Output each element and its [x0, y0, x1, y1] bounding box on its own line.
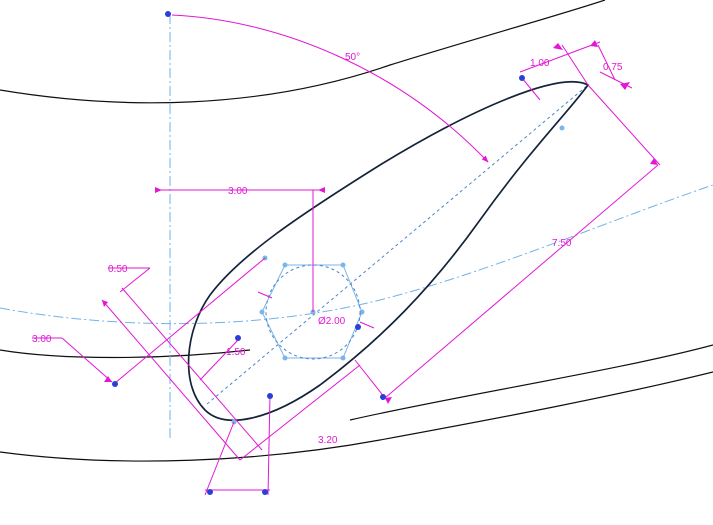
hole-pick-point[interactable] — [355, 324, 361, 330]
slot-axis[interactable] — [206, 84, 589, 405]
length-dim-line[interactable] — [384, 164, 659, 399]
length-ext-top — [587, 84, 661, 166]
hole-diameter-arrow-right — [359, 321, 375, 329]
bottom-width-label[interactable]: 3.20 — [318, 435, 338, 446]
bottom-width-point-left[interactable] — [207, 489, 213, 495]
bottom-width-dim-line[interactable] — [239, 364, 361, 461]
bottom-width-point-right[interactable] — [262, 489, 268, 495]
leader-050-label[interactable]: 0.50 — [108, 264, 128, 275]
radius-150-line[interactable] — [199, 339, 239, 381]
angle-dimension-label[interactable]: 50° — [345, 52, 360, 63]
width-top-ext-1 — [521, 77, 541, 101]
leader-050-line[interactable] — [119, 267, 151, 293]
leader-300-to-profile — [114, 257, 266, 384]
diameter-symbol: Ø — [318, 316, 326, 327]
width-top-right-ext — [597, 44, 616, 81]
bottom-width-ext-right — [267, 394, 271, 496]
width-top-ext-2 — [561, 44, 589, 86]
angle-origin-point[interactable] — [165, 11, 171, 17]
bottom-width-ext-left — [204, 421, 235, 496]
arrowheads — [102, 40, 658, 404]
hole-diameter-arrow-left — [257, 291, 273, 299]
radius-150-label[interactable]: 1.50 — [226, 347, 246, 358]
angle-dimension-arc[interactable] — [171, 14, 489, 163]
outer-arc-lower[interactable] — [0, 371, 713, 462]
width-top-right-label[interactable]: 0.75 — [603, 62, 623, 73]
hole-diameter-value: 2.00 — [326, 316, 346, 327]
profile-tangent-point[interactable] — [267, 393, 273, 399]
outer-arc-upper[interactable] — [0, 0, 606, 104]
leader-300-label[interactable]: 3.00 — [32, 334, 52, 345]
hex-inscribed-circle — [265, 264, 361, 360]
length-end-point[interactable] — [380, 394, 386, 400]
outer-arc-right[interactable] — [349, 344, 713, 421]
hole-diameter-label[interactable]: Ø2.00 — [318, 316, 346, 327]
dim-050-line-2[interactable] — [121, 287, 263, 451]
width-top-dim-line[interactable] — [519, 41, 601, 73]
length-dim-label[interactable]: 7.50 — [552, 238, 572, 249]
offset-dim-label[interactable]: 3.00 — [228, 186, 248, 197]
leader-300-point[interactable] — [112, 381, 118, 387]
dim-050-line[interactable] — [101, 299, 241, 461]
leader-300-line[interactable] — [61, 337, 113, 383]
width-top-point[interactable] — [519, 75, 525, 81]
length-ext-bottom — [354, 359, 386, 399]
outer-arc-mid[interactable] — [0, 349, 251, 359]
teardrop-profile[interactable] — [187, 81, 590, 422]
construction-arc[interactable] — [0, 184, 713, 325]
hex-vertex-points — [231, 125, 565, 425]
width-top-left-label[interactable]: 1.00 — [530, 58, 550, 69]
radius-center-point[interactable] — [235, 335, 241, 341]
